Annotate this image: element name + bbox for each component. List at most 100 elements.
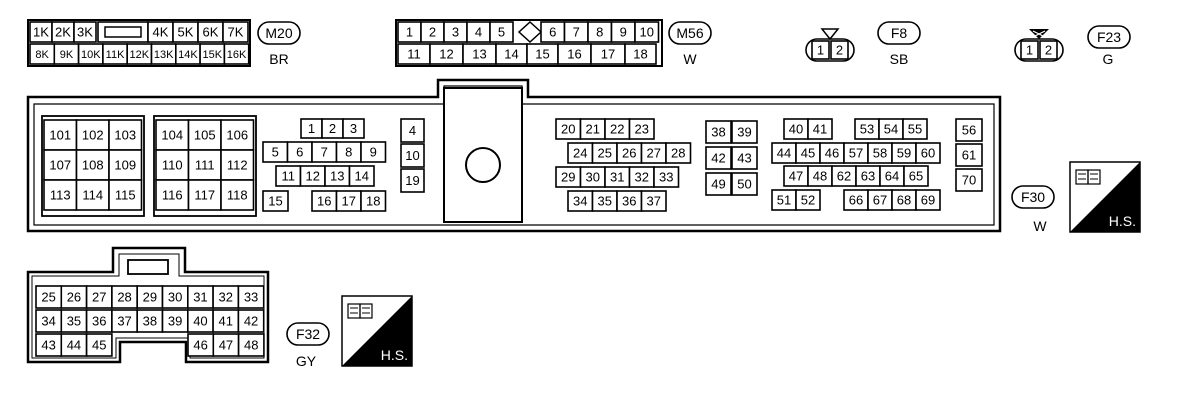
m56-pin-11: 11: [397, 43, 431, 65]
f30-pin-51: 51: [771, 189, 797, 211]
f8-pin-2-box: [830, 40, 849, 60]
color-f32: GY: [296, 353, 317, 369]
m20-pin-1K: 1K: [29, 21, 53, 43]
f23-pin-2: 2: [1039, 40, 1058, 60]
m20-pin-6K: 6K: [197, 21, 224, 43]
m56-pin-10-box: [634, 21, 660, 43]
m20-pin-10K: 10K: [77, 43, 104, 65]
f32-pin-35: 35: [60, 309, 88, 333]
f30-pin-1: 1: [300, 118, 323, 139]
f30-pin-58: 58: [867, 142, 893, 164]
m20-pin-7K-label: 7K: [228, 25, 244, 40]
f30-pin-30-label: 30: [586, 170, 600, 185]
hs-badge-f30-label: H.S.: [1109, 213, 1136, 229]
color-f8: SB: [890, 51, 909, 67]
f30-pin-110: 110: [155, 149, 190, 181]
f30-pin-49-label: 49: [711, 177, 725, 192]
f32-pin-37-label: 37: [117, 314, 131, 329]
m20-pin-13K-label: 13K: [154, 49, 174, 61]
f30-pin-4-label: 4: [409, 123, 416, 138]
f30-pin-103-box: [108, 119, 143, 151]
f30-pin-113: 113: [43, 179, 78, 211]
tag-m56-outline: [668, 21, 712, 45]
f30-pin-55-label: 55: [908, 122, 922, 137]
f8-pin-2-label: 2: [836, 43, 843, 58]
f30-pin-7: 7: [311, 141, 338, 163]
f30-pin-54-label: 54: [884, 122, 898, 137]
m20-pin-3K-box: [73, 21, 97, 43]
f30-pin-42: 42: [705, 146, 732, 170]
m56-pin-2-label: 2: [429, 25, 436, 40]
f30-pin-106-label: 106: [226, 128, 248, 143]
f30-pin-106: 106: [220, 119, 255, 151]
f30-pin-112-box: [220, 149, 255, 181]
f30-pin-22: 22: [604, 118, 631, 140]
f30-pin-61-label: 61: [962, 148, 976, 163]
f32-pin-31-label: 31: [193, 290, 207, 305]
f30-pin-4: 4: [400, 118, 425, 143]
f32-pin-35-label: 35: [67, 314, 81, 329]
m56-pin-15-label: 15: [535, 47, 549, 62]
m20-pin-9K: 9K: [53, 43, 80, 65]
f32-pin-39-label: 39: [168, 314, 182, 329]
f30-pin-27-label: 27: [647, 146, 661, 161]
f30-pin-52-label: 52: [801, 193, 815, 208]
f30-pin-14-box: [348, 165, 375, 187]
m20-pin-11K: 11K: [102, 43, 129, 65]
f30-pin-37-box: [640, 190, 667, 212]
f30-pin-46-label: 46: [825, 146, 839, 161]
m20-pin-13K: 13K: [150, 43, 177, 65]
f32-pin-41-label: 41: [219, 314, 233, 329]
f32-pin-33: 33: [237, 285, 265, 309]
f30-pin-110-box: [155, 149, 190, 181]
f32-pin-32-label: 32: [219, 290, 233, 305]
f30-pin-115-label: 115: [115, 188, 136, 203]
f30-pin-36-label: 36: [622, 194, 636, 209]
f30-pin-35-label: 35: [598, 194, 612, 209]
f30-pin-10-label: 10: [405, 148, 419, 163]
f32-pin-45-box: [85, 333, 113, 357]
f30-pin-35: 35: [591, 190, 618, 212]
f30-pin-70-box: [955, 168, 983, 192]
f32-pin-37: 37: [111, 309, 139, 333]
f30-pin-63-label: 63: [861, 169, 875, 184]
f30-pin-112: 112: [220, 149, 255, 181]
f30-pin-118-box: [220, 179, 255, 211]
tag-f30-text: F30: [1021, 189, 1045, 205]
f30-pin-57-label: 57: [849, 146, 863, 161]
f30-pin-33-label: 33: [659, 170, 673, 185]
f30-pin-6-label: 6: [296, 145, 303, 160]
m56-pin-3-label: 3: [452, 25, 459, 40]
f30-pin-115-box: [108, 179, 143, 211]
f30-pin-48: 48: [807, 165, 833, 187]
hs-badge-f30: H.S.: [1069, 161, 1141, 233]
f32-pin-34: 34: [35, 309, 63, 333]
f32-pin-43-label: 43: [41, 338, 55, 353]
m20-pin-3K-label: 3K: [77, 25, 93, 40]
tag-f32-text: F32: [296, 326, 320, 342]
f30-pin-114-label: 114: [82, 188, 103, 203]
f32-pin-42-label: 42: [244, 314, 258, 329]
f30-pin-112-label: 112: [227, 158, 248, 173]
f30-pin-101: 101: [43, 119, 78, 151]
m56-pin-3: 3: [443, 21, 468, 43]
f30-pin-67-label: 67: [873, 193, 887, 208]
m20-pin-10K-label: 10K: [81, 49, 101, 61]
m20-pin-16K-label: 16K: [227, 49, 247, 61]
f30-pin-60-label: 60: [921, 146, 935, 161]
m20-pin-4K-label: 4K: [153, 25, 169, 40]
m20-pin-1K-label: 1K: [33, 25, 49, 40]
f30-pin-31: 31: [604, 166, 631, 188]
m20-pin-9K-label: 9K: [60, 49, 74, 61]
f30-pin-65: 65: [903, 165, 929, 187]
f30-pin-105: 105: [187, 119, 222, 151]
tag-f30: F30: [1011, 185, 1055, 209]
f30-pin-5: 5: [262, 141, 289, 163]
f30-pin-114-box: [75, 179, 110, 211]
m56-pin-9: 9: [610, 21, 636, 43]
tag-m20: M20: [257, 21, 301, 45]
f30-pin-117: 117: [187, 179, 222, 211]
connector-icon: [347, 303, 373, 319]
f30-pin-109: 109: [108, 149, 143, 181]
